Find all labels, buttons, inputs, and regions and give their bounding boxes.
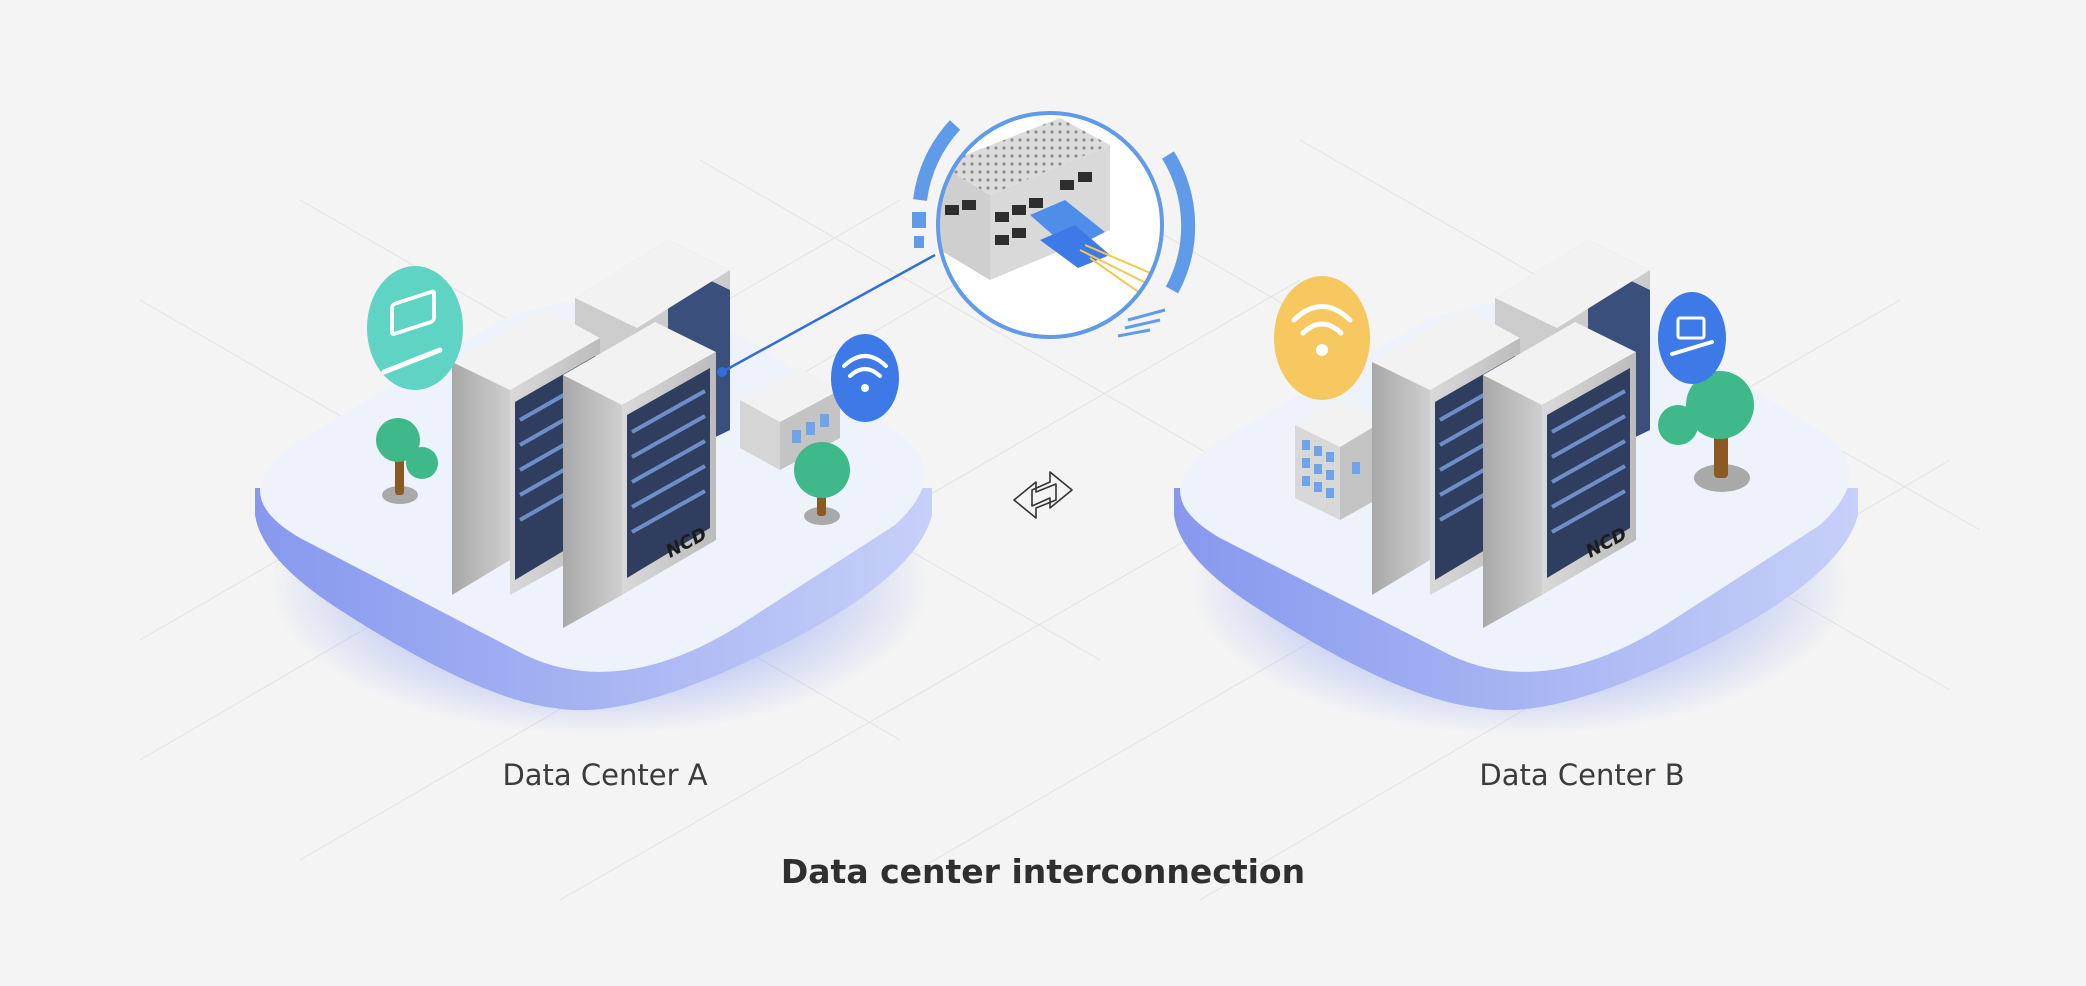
server-rack: NCD: [1483, 322, 1636, 628]
tree: [376, 418, 438, 504]
bidirectional-arrows-icon: [1013, 471, 1073, 519]
tree: [1658, 371, 1754, 492]
diagram-caption: Data center interconnection: [780, 852, 1306, 891]
data-center-a-label: Data Center A: [502, 758, 708, 792]
detail-callout-line: [721, 253, 936, 374]
wifi-icon: [831, 334, 899, 422]
office-building: [740, 368, 840, 470]
laptop-icon: [367, 266, 463, 390]
data-center-b-label: Data Center B: [1479, 758, 1685, 792]
data-center-b: NCD: [1174, 240, 1858, 735]
wifi-icon: [1274, 276, 1370, 400]
tree: [794, 442, 850, 525]
laptop-icon: [1658, 292, 1726, 384]
transceiver-module-icon: [912, 111, 1196, 339]
server-rack: NCD: [563, 322, 716, 628]
data-center-a: NCD: [255, 240, 936, 735]
